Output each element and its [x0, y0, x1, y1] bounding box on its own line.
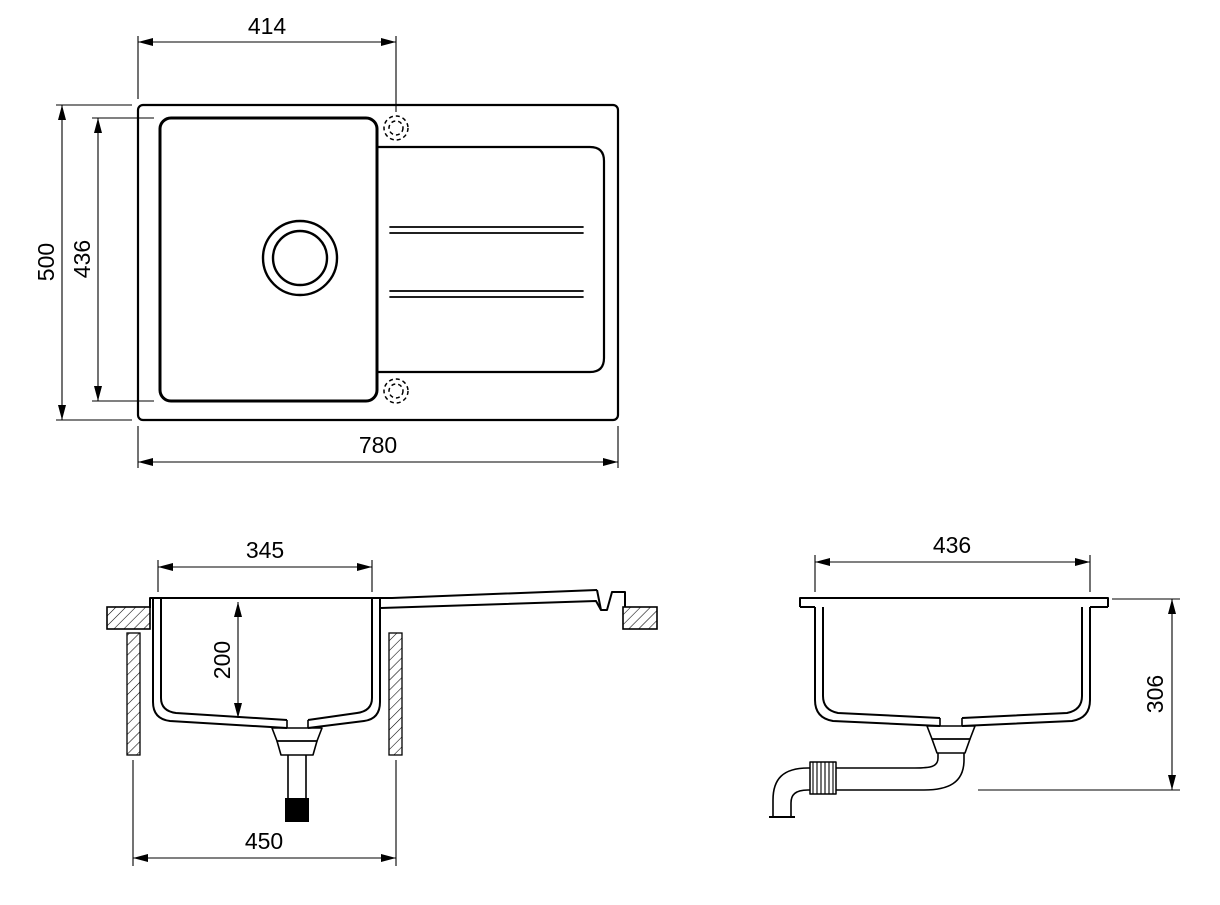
bowl-inner-wall-left: [160, 598, 288, 721]
bowl-outer-wall-left: [814, 607, 941, 727]
dim-label-414: 414: [248, 13, 287, 39]
dim-label-200: 200: [209, 641, 235, 679]
strainer-nut: [276, 740, 318, 756]
dim-label-780: 780: [359, 432, 397, 458]
dimension-306: [978, 598, 1180, 791]
dimension-780: [137, 426, 619, 468]
drain-opening-edges: [939, 718, 963, 726]
drainboard-end-notch: [596, 589, 626, 611]
coupling-body: [809, 761, 837, 795]
cabinet-wall-left: [126, 632, 141, 756]
bowl-outer-wall-left: [152, 598, 288, 729]
drain-opening-edges: [286, 720, 309, 728]
strainer-body: [926, 725, 976, 740]
sink-profile-side: [799, 597, 1109, 727]
bowl-outer-wall-right: [307, 598, 381, 729]
tap-hole-bottom: [383, 378, 409, 404]
trap-pipe-inner-wall: [808, 753, 939, 769]
top-view: [56, 36, 620, 468]
drain-inner-circle: [271, 229, 329, 287]
pipe-coupling: [809, 761, 837, 795]
cabinet-wall-right: [388, 632, 403, 756]
dim-label-436-top: 436: [69, 240, 95, 278]
drainboard-underside-line: [379, 600, 602, 611]
tap-hole-inner-circle: [388, 383, 404, 399]
dimension-414: [137, 36, 397, 112]
tap-hole-inner-circle: [388, 120, 404, 136]
tailpiece-pipe: [287, 755, 307, 798]
tap-hole-top: [383, 115, 409, 141]
dimension-436-side-view: [814, 555, 1091, 592]
elbow-outer-wall: [772, 767, 809, 816]
strainer-body: [271, 727, 323, 742]
sink-profile-front: [149, 589, 626, 729]
countertop-right: [622, 606, 658, 630]
bowl-outline: [158, 116, 379, 403]
dimension-500: [56, 104, 132, 421]
front-section-view: [106, 560, 658, 866]
drain-assembly-front: [271, 720, 323, 822]
countertop-left: [106, 606, 151, 630]
tap-hole-outer-circle: [383, 115, 409, 141]
rim-top-line: [149, 589, 598, 608]
dim-label-345: 345: [246, 537, 284, 563]
bowl-inner-wall-left: [822, 607, 941, 719]
pipe-end-solid: [285, 798, 309, 822]
drainboard-outline: [377, 145, 606, 374]
drain-outer-circle: [261, 219, 339, 297]
dim-label-450: 450: [245, 828, 283, 854]
coupling-ribs: [812, 762, 834, 794]
bowl-inner-wall-right: [307, 598, 373, 721]
sink-outer-outline: [136, 103, 620, 422]
drain-trap-side: [769, 718, 976, 818]
bowl-inner-wall-right: [961, 607, 1083, 719]
rim-top-line: [799, 597, 1109, 607]
dim-label-500: 500: [33, 243, 59, 281]
trap-pipe-outer-wall: [808, 753, 965, 791]
dim-label-436-side: 436: [933, 532, 971, 558]
drainboard-ridges: [389, 226, 584, 298]
dim-label-306: 306: [1142, 675, 1168, 713]
dimension-345: [157, 560, 373, 592]
strainer-nut: [931, 738, 971, 754]
side-section-view: [769, 555, 1180, 818]
bowl-outer-wall-right: [961, 607, 1091, 727]
dimension-450: [132, 760, 397, 866]
dimension-436-top-view: [92, 117, 154, 402]
elbow-inner-wall: [790, 789, 809, 816]
tap-hole-outer-circle: [383, 378, 409, 404]
